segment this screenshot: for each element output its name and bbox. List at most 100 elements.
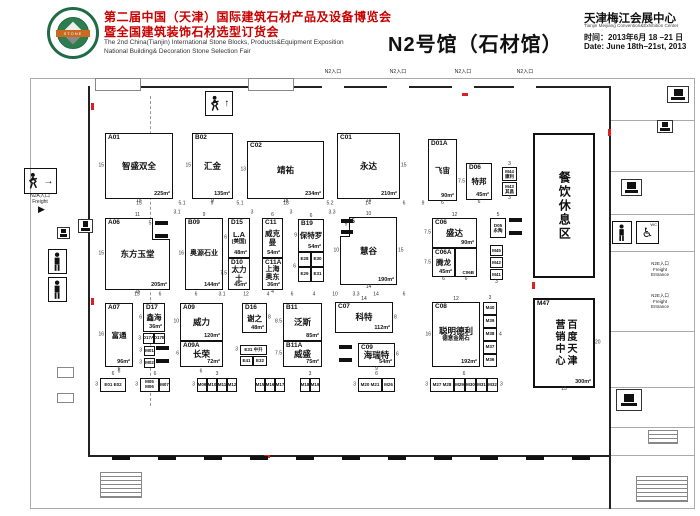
dimension-label: 3.3 xyxy=(328,209,336,216)
wall-segment xyxy=(388,456,406,460)
podium-icon xyxy=(621,179,642,196)
dimension-label: 20 xyxy=(595,339,601,346)
booth-cell-M18: M18 xyxy=(300,378,310,392)
dimension-label: 3 xyxy=(495,279,498,285)
booth-name: 靖祐 xyxy=(276,164,294,175)
booth-code: D17 xyxy=(146,304,158,311)
booth-name: 海瑞特 xyxy=(363,349,390,360)
dimension-label: 6 xyxy=(293,263,296,270)
booth-area: 45m² xyxy=(234,281,247,288)
booth-area: 75m² xyxy=(306,358,319,365)
booth-area: 300m² xyxy=(575,378,591,385)
booth-cell-M07: M07 xyxy=(159,378,170,392)
dimension-label: 3 xyxy=(235,346,238,353)
dimension-label: 8.5 xyxy=(275,318,282,325)
man-icon xyxy=(48,277,67,302)
dimension-label: 15 xyxy=(136,198,142,204)
dimension-label: 9 xyxy=(211,198,214,204)
venue-name-en: Tianjin Meijiang Convention&Exhibition C… xyxy=(584,23,679,28)
booth-cell-M17: M17 xyxy=(275,378,285,392)
wall-segment xyxy=(611,251,695,252)
wall-segment xyxy=(30,78,31,509)
booth-cell-E31: E31 xyxy=(311,267,324,282)
wall-segment xyxy=(158,456,176,460)
dimension-label: 10 xyxy=(173,318,179,325)
door-icon xyxy=(339,345,352,362)
dimension-label: 8 xyxy=(268,314,271,321)
booth-code: B19 xyxy=(301,220,313,227)
expo-title-en-2: National Building& Decoration Stone Sele… xyxy=(104,48,251,55)
dimension-label: 6 xyxy=(158,291,162,298)
wall-segment xyxy=(95,86,611,88)
dimension-label: 9 xyxy=(375,366,378,372)
booth-name: 餐饮休息区 xyxy=(557,170,572,241)
hall-title: N2号馆（石材馆） xyxy=(388,34,563,56)
booth-cell-M09: M09 xyxy=(197,378,207,392)
wall-segment xyxy=(648,430,678,444)
dimension-label: 15 xyxy=(136,200,142,207)
booth-cell-M10: M10 xyxy=(207,378,217,392)
booth-code: A09A xyxy=(183,342,200,349)
booth-area: 48m² xyxy=(251,324,264,331)
dimension-label: 16 xyxy=(98,331,104,338)
dimension-label: 15 xyxy=(134,291,140,298)
booth-cell-M15: M15 xyxy=(255,378,265,392)
booth-label: M45 xyxy=(492,247,501,253)
dimension-label: 6 xyxy=(477,199,481,205)
dimension-label: 6 xyxy=(462,371,466,377)
dimension-label: 6 xyxy=(375,371,378,377)
booth-cell-E01 E02: E01 E02 xyxy=(100,378,126,392)
dimension-label: 14 xyxy=(365,200,371,207)
dimension-label: 12 xyxy=(451,212,458,218)
booth-code: B02 xyxy=(195,134,207,141)
exit-man-right-icon: → xyxy=(24,168,57,194)
wall-segment xyxy=(608,129,611,136)
wall-segment xyxy=(526,456,544,460)
dimension-label: 4 xyxy=(271,289,274,295)
booth-name: 慧谷 xyxy=(359,245,377,256)
wall-segment xyxy=(30,508,695,509)
dimension-label: 4 xyxy=(266,291,270,298)
wall-segment xyxy=(572,456,590,460)
dimension-label: 4 xyxy=(312,291,316,298)
dimension-label: 9 xyxy=(421,200,425,207)
dimension-label: 3 xyxy=(139,347,142,354)
dimension-label: 9 xyxy=(210,200,214,207)
wheelchair-icon: ♿WC xyxy=(636,221,659,244)
booth-name: 汇金 xyxy=(203,160,221,171)
door-icon xyxy=(341,219,353,234)
booth-code: A07 xyxy=(108,304,120,311)
booth-name: 科特 xyxy=(355,312,373,323)
dimension-label: 12 xyxy=(243,291,249,298)
booth-name: 百度天津营销中心 xyxy=(553,319,576,367)
dimension-label: 6 xyxy=(117,366,121,372)
dimension-label: 3 xyxy=(425,381,428,388)
wall-segment xyxy=(636,476,688,502)
booth-name: 奥源石业 xyxy=(190,249,218,257)
dimension-label: 6 xyxy=(111,371,115,377)
podium-icon xyxy=(667,86,689,103)
wall-segment xyxy=(342,456,360,460)
booth-name: 上海奥东 xyxy=(265,265,280,281)
rest-area: 餐饮休息区 xyxy=(533,133,595,278)
booth-code: D01A xyxy=(431,140,448,147)
booth-area: 36m² xyxy=(149,323,162,330)
